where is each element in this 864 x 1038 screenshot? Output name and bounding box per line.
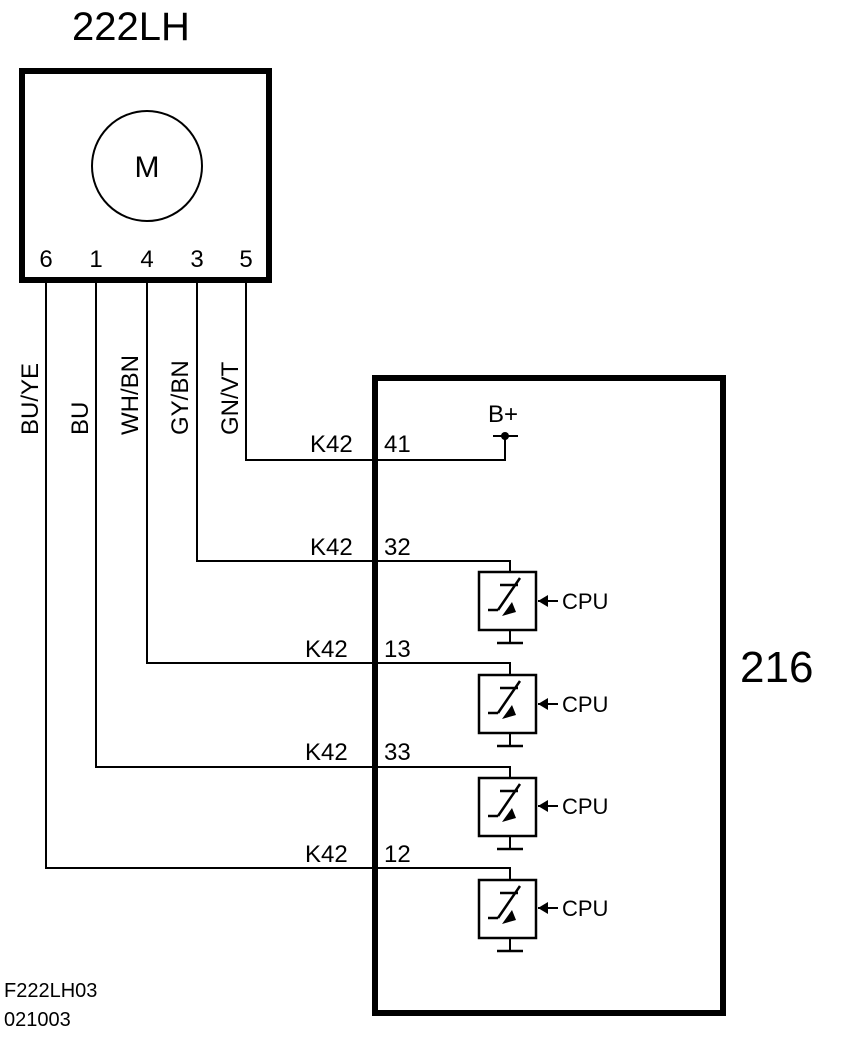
- module-pin-label: 41: [384, 431, 411, 458]
- wire-color-label: GN/VT: [217, 361, 244, 435]
- connector-label: K42: [305, 739, 348, 766]
- wire-color-label: BU: [67, 402, 94, 435]
- module-pin-label: 33: [384, 739, 411, 766]
- wire-color-label: GY/BN: [167, 360, 194, 435]
- wire-gy-bn: [196, 280, 511, 572]
- connector-label: K42: [305, 636, 348, 663]
- wire-wh-bn: [146, 280, 511, 675]
- cpu-label: CPU: [562, 692, 608, 717]
- cpu-driver: CPU: [477, 570, 608, 645]
- module-pin-label: 12: [384, 841, 411, 868]
- supply-node: [501, 432, 509, 440]
- component-pin-1: 1: [89, 246, 102, 273]
- arrow-left-icon: [538, 698, 548, 710]
- component-pin-4: 4: [140, 246, 153, 273]
- wire-bu: [95, 280, 511, 778]
- date-code: 021003: [4, 1009, 71, 1031]
- cpu-label: CPU: [562, 794, 608, 819]
- component-box: [19, 68, 272, 283]
- module-box: [372, 375, 726, 1016]
- arrow-left-icon: [538, 800, 548, 812]
- component-pin-3: 3: [190, 246, 203, 273]
- wire-color-label: WH/BN: [117, 355, 144, 435]
- arrow-left-icon: [538, 902, 548, 914]
- motor-label: M: [135, 151, 160, 184]
- component-pin-6: 6: [39, 246, 52, 273]
- arrow-left-icon: [538, 595, 548, 607]
- component-pin-5: 5: [239, 246, 252, 273]
- module-id: 216: [740, 643, 813, 692]
- wire-bu-ye: [45, 280, 511, 880]
- cpu-driver: CPU: [477, 673, 608, 748]
- connector-label: K42: [310, 534, 353, 561]
- connector-label: K42: [310, 431, 353, 458]
- component-id: 222LH: [72, 5, 190, 49]
- module-pin-label: 32: [384, 534, 411, 561]
- connector-label: K42: [305, 841, 348, 868]
- figure-code: F222LH03: [4, 980, 97, 1002]
- supply-label: B+: [488, 401, 518, 428]
- motor-symbol-icon: [91, 110, 203, 222]
- module-pin-label: 13: [384, 636, 411, 663]
- cpu-driver: CPU: [477, 878, 608, 953]
- cpu-label: CPU: [562, 896, 608, 921]
- cpu-label: CPU: [562, 589, 608, 614]
- wire-color-label: BU/YE: [17, 363, 44, 435]
- cpu-driver: CPU: [477, 776, 608, 851]
